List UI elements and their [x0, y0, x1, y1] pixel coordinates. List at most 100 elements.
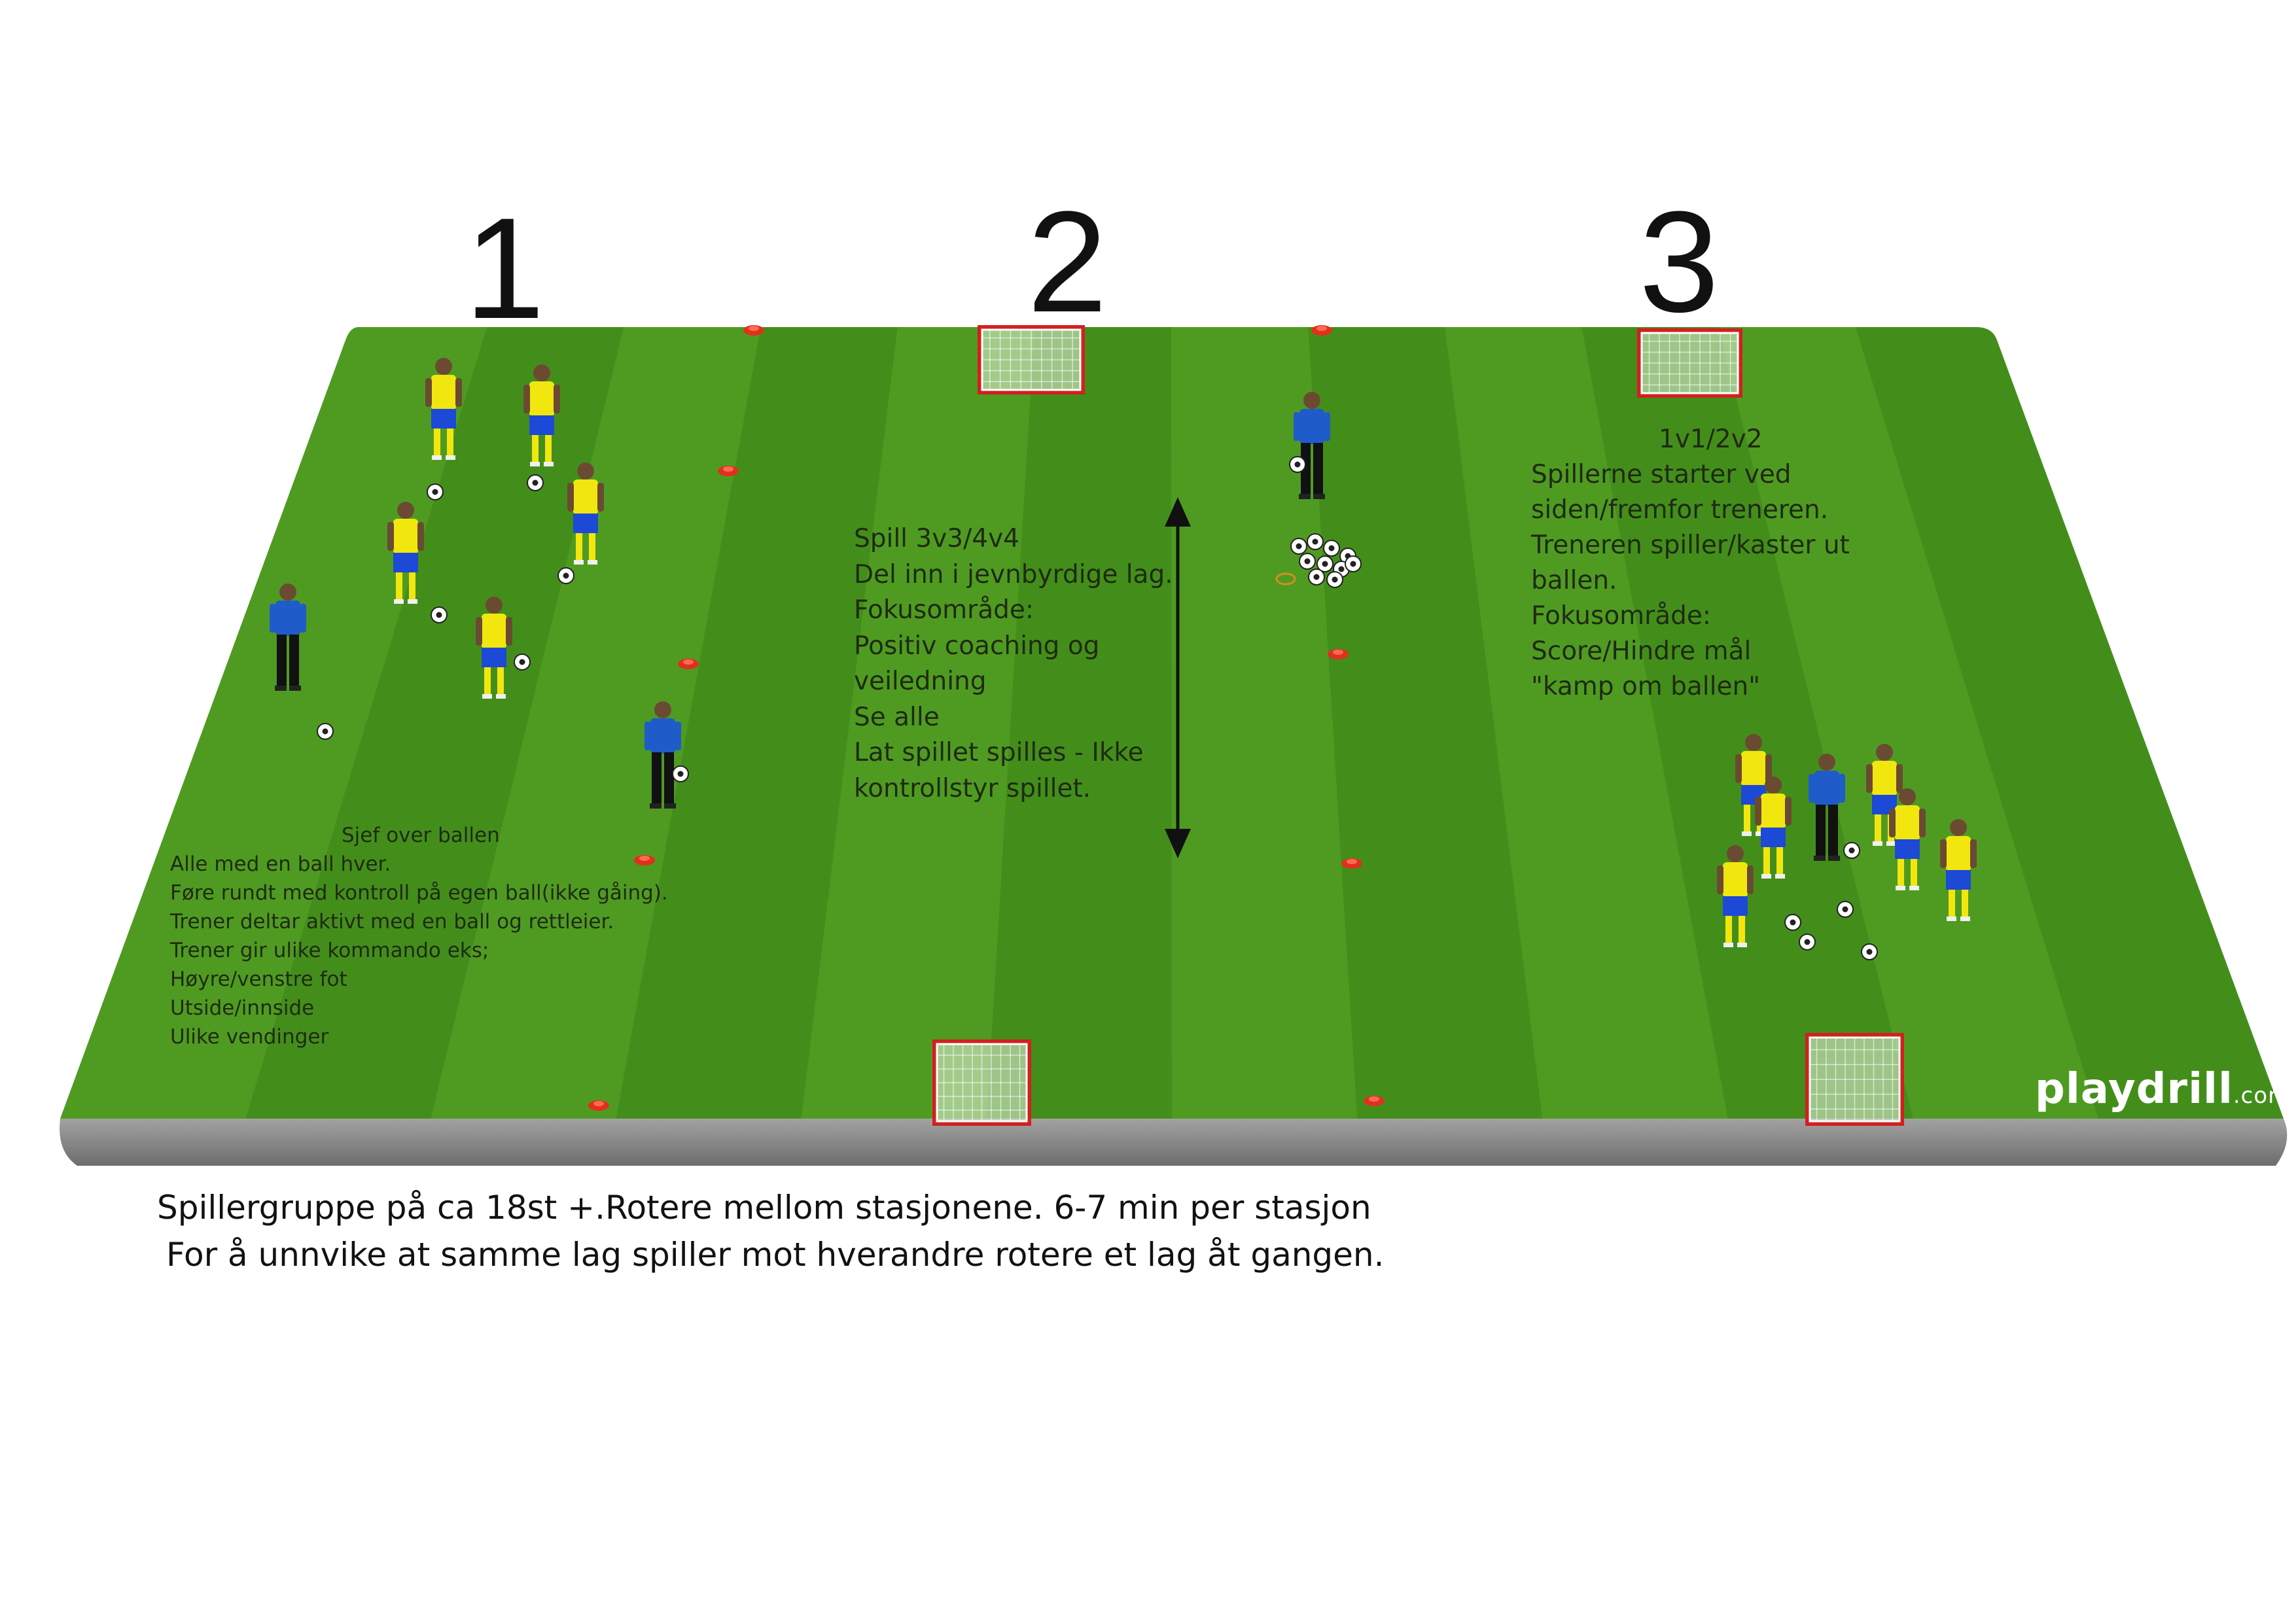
football-patch [1848, 847, 1855, 854]
shoe [574, 560, 584, 565]
football-patch [1790, 919, 1796, 926]
arm [1765, 754, 1772, 783]
goal-frame [1637, 328, 1742, 398]
station1-description: Sjef over ballen Alle med en ball hver. … [170, 821, 668, 1051]
goal-frame-inner [936, 1043, 1028, 1123]
head [397, 502, 414, 519]
sock [447, 428, 453, 456]
goal-frame [1805, 1033, 1904, 1126]
football-patch [1332, 576, 1338, 583]
head [654, 701, 671, 718]
player-figure [1889, 788, 1926, 890]
cone-top [1333, 650, 1343, 655]
shorts [431, 409, 456, 428]
shoe [1896, 886, 1905, 890]
football-patch [677, 771, 684, 777]
sock [497, 667, 504, 695]
station3-line: Score/Hindre mål [1531, 637, 1752, 666]
head [1876, 744, 1893, 761]
arm [675, 722, 681, 750]
football-patch [436, 612, 442, 618]
goal-frame-inner [1809, 1036, 1901, 1123]
leg [1828, 805, 1838, 857]
shoe [1828, 856, 1840, 861]
shoe [650, 803, 662, 809]
grass-stripe [986, 327, 1172, 1119]
shoe [1313, 494, 1325, 499]
sock [1744, 805, 1750, 832]
head [486, 597, 503, 614]
player-figure [476, 597, 512, 699]
shoe [1960, 916, 1970, 921]
shoe [1756, 831, 1765, 836]
football-patch [432, 489, 438, 495]
torso [393, 519, 418, 554]
cone-stack-icon [1275, 572, 1296, 585]
station3-line: Spillerne starter ved [1531, 460, 1792, 489]
goal-frame [932, 1039, 1031, 1126]
arm [1896, 764, 1903, 793]
football-patch [1312, 538, 1318, 545]
sock [545, 435, 552, 462]
shorts [1895, 839, 1920, 859]
cone-top [683, 659, 694, 665]
arm [1294, 412, 1300, 441]
torso [1814, 771, 1839, 806]
head [1899, 788, 1916, 805]
football-patch [1804, 939, 1810, 945]
shoe [482, 694, 492, 699]
goal-frame-inner [1640, 332, 1739, 394]
cone-top [1369, 1096, 1379, 1102]
sock [1776, 847, 1783, 875]
torso [431, 375, 456, 410]
station-number-1: 1 [465, 188, 545, 349]
torso [1741, 751, 1766, 786]
shorts [1946, 870, 1971, 890]
grass-stripe [245, 327, 624, 1119]
station-number-3: 3 [1639, 181, 1720, 342]
sock [589, 533, 595, 561]
cone-top [1347, 859, 1357, 864]
station1-title: Sjef over ballen [342, 824, 500, 847]
arm [1919, 809, 1926, 837]
arm [1785, 797, 1792, 826]
head [279, 584, 296, 601]
cone-top [749, 326, 759, 331]
shorts [573, 514, 598, 533]
shoe [1742, 831, 1752, 836]
player-figure [425, 358, 462, 460]
station3-description: 1v1/2v2 Spillerne starter ved siden/frem… [1531, 422, 1850, 705]
sock [1898, 859, 1904, 886]
football-patch [519, 659, 525, 665]
arm [1866, 764, 1873, 793]
coach-figure [1294, 392, 1330, 499]
football-patch [1866, 949, 1873, 955]
grass-stripe [1581, 327, 1913, 1119]
shoe [289, 686, 301, 691]
shoe [588, 560, 597, 565]
arm [554, 385, 560, 413]
station1-line: Føre rundt med kontroll på egen ball(ikk… [170, 881, 668, 905]
cones [588, 325, 1385, 1111]
leg [652, 752, 662, 805]
sock [434, 428, 440, 456]
station2-line: Del inn i jevnbyrdige lag. [854, 559, 1173, 589]
shoe [1299, 494, 1311, 499]
cone-top [593, 1101, 604, 1106]
shorts [393, 553, 418, 572]
arm [567, 483, 574, 512]
shoe [1909, 886, 1919, 890]
goal-station2-bottom [932, 1039, 1031, 1126]
sock [1763, 847, 1770, 875]
football-patch [563, 572, 569, 579]
station2-line: Positiv coaching og [854, 631, 1100, 661]
player-figure [387, 502, 424, 604]
shoe [1737, 943, 1747, 947]
playdrill-logo: playdrill.com [2035, 1065, 2290, 1113]
sock [1962, 890, 1968, 917]
sock [1739, 916, 1745, 943]
torso [1872, 761, 1897, 796]
shoe [408, 599, 417, 604]
sock [484, 667, 491, 695]
shoe [1947, 916, 1956, 921]
